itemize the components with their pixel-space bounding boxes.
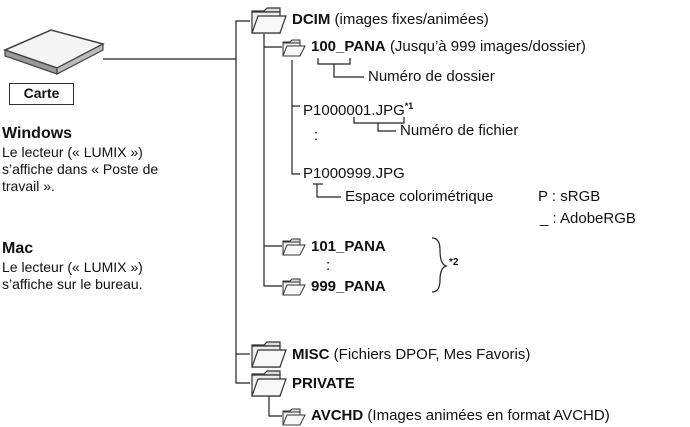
mac-text: Le lecteur (« LUMIX ») s’affiche sur le … — [2, 259, 217, 293]
dcim-desc: (images fixes/animées) — [334, 11, 489, 28]
pana999-name: 999_PANA — [311, 278, 386, 295]
pana100-folder: 100_PANA (Jusqu’à 999 images/dossier) — [311, 38, 586, 56]
private-folder: PRIVATE — [292, 375, 355, 393]
memory-card-icon — [3, 29, 106, 75]
mac-line: s’affiche sur le bureau. — [2, 276, 143, 292]
pana101-folder-icon — [282, 238, 306, 256]
pana101-folder: 101_PANA — [311, 238, 386, 256]
colorspace-label: Espace colorimétrique — [345, 188, 494, 205]
file-last: P1000999.JPG — [303, 165, 405, 182]
avchd-folder-icon — [282, 408, 306, 426]
file-number-label: Numéro de fichier — [400, 122, 519, 139]
files-ellipsis: : — [314, 127, 319, 144]
misc-desc: (Fichiers DPOF, Mes Favoris) — [333, 346, 531, 363]
misc-folder-icon — [251, 341, 287, 368]
folder-number-label: Numéro de dossier — [368, 68, 495, 85]
misc-name: MISC — [292, 346, 330, 363]
file-first-note: *1 — [404, 101, 414, 111]
misc-folder: MISC (Fichiers DPOF, Mes Favoris) — [292, 346, 530, 364]
private-name: PRIVATE — [292, 375, 355, 392]
file-first: P1000001.JPG*1 — [303, 97, 413, 120]
windows-heading: Windows — [2, 125, 73, 142]
private-folder-icon — [251, 370, 287, 397]
card-label: Carte — [9, 83, 74, 105]
avchd-desc: (Images animées en format AVCHD) — [367, 407, 610, 424]
file-first-name: P1000001.JPG — [303, 102, 405, 119]
pana100-name: 100_PANA — [311, 38, 386, 55]
pana100-folder-icon — [282, 39, 306, 57]
windows-line: Le lecteur (« LUMIX ») — [2, 144, 143, 160]
pana-ellipsis: : — [326, 257, 331, 274]
windows-line: travail ». — [2, 178, 55, 194]
avchd-name: AVCHD — [311, 407, 364, 424]
windows-text: Le lecteur (« LUMIX ») s’affiche dans « … — [2, 144, 217, 195]
note-2: *2 — [449, 257, 459, 268]
pana999-folder-icon — [282, 278, 306, 296]
dcim-folder-icon — [251, 7, 287, 34]
colorspace-underscore: _ : AdobeRGB — [540, 210, 636, 227]
mac-heading: Mac — [2, 240, 34, 257]
windows-line: s’affiche dans « Poste de — [2, 161, 159, 177]
pana100-desc: (Jusqu’à 999 images/dossier) — [389, 38, 586, 55]
pana999-folder: 999_PANA — [311, 278, 386, 296]
colorspace-p: P : sRGB — [538, 188, 601, 205]
dcim-name: DCIM — [292, 11, 331, 28]
pana101-name: 101_PANA — [311, 238, 386, 255]
dcim-folder: DCIM (images fixes/animées) — [292, 11, 489, 29]
avchd-folder: AVCHD (Images animées en format AVCHD) — [311, 407, 610, 425]
mac-line: Le lecteur (« LUMIX ») — [2, 259, 143, 275]
